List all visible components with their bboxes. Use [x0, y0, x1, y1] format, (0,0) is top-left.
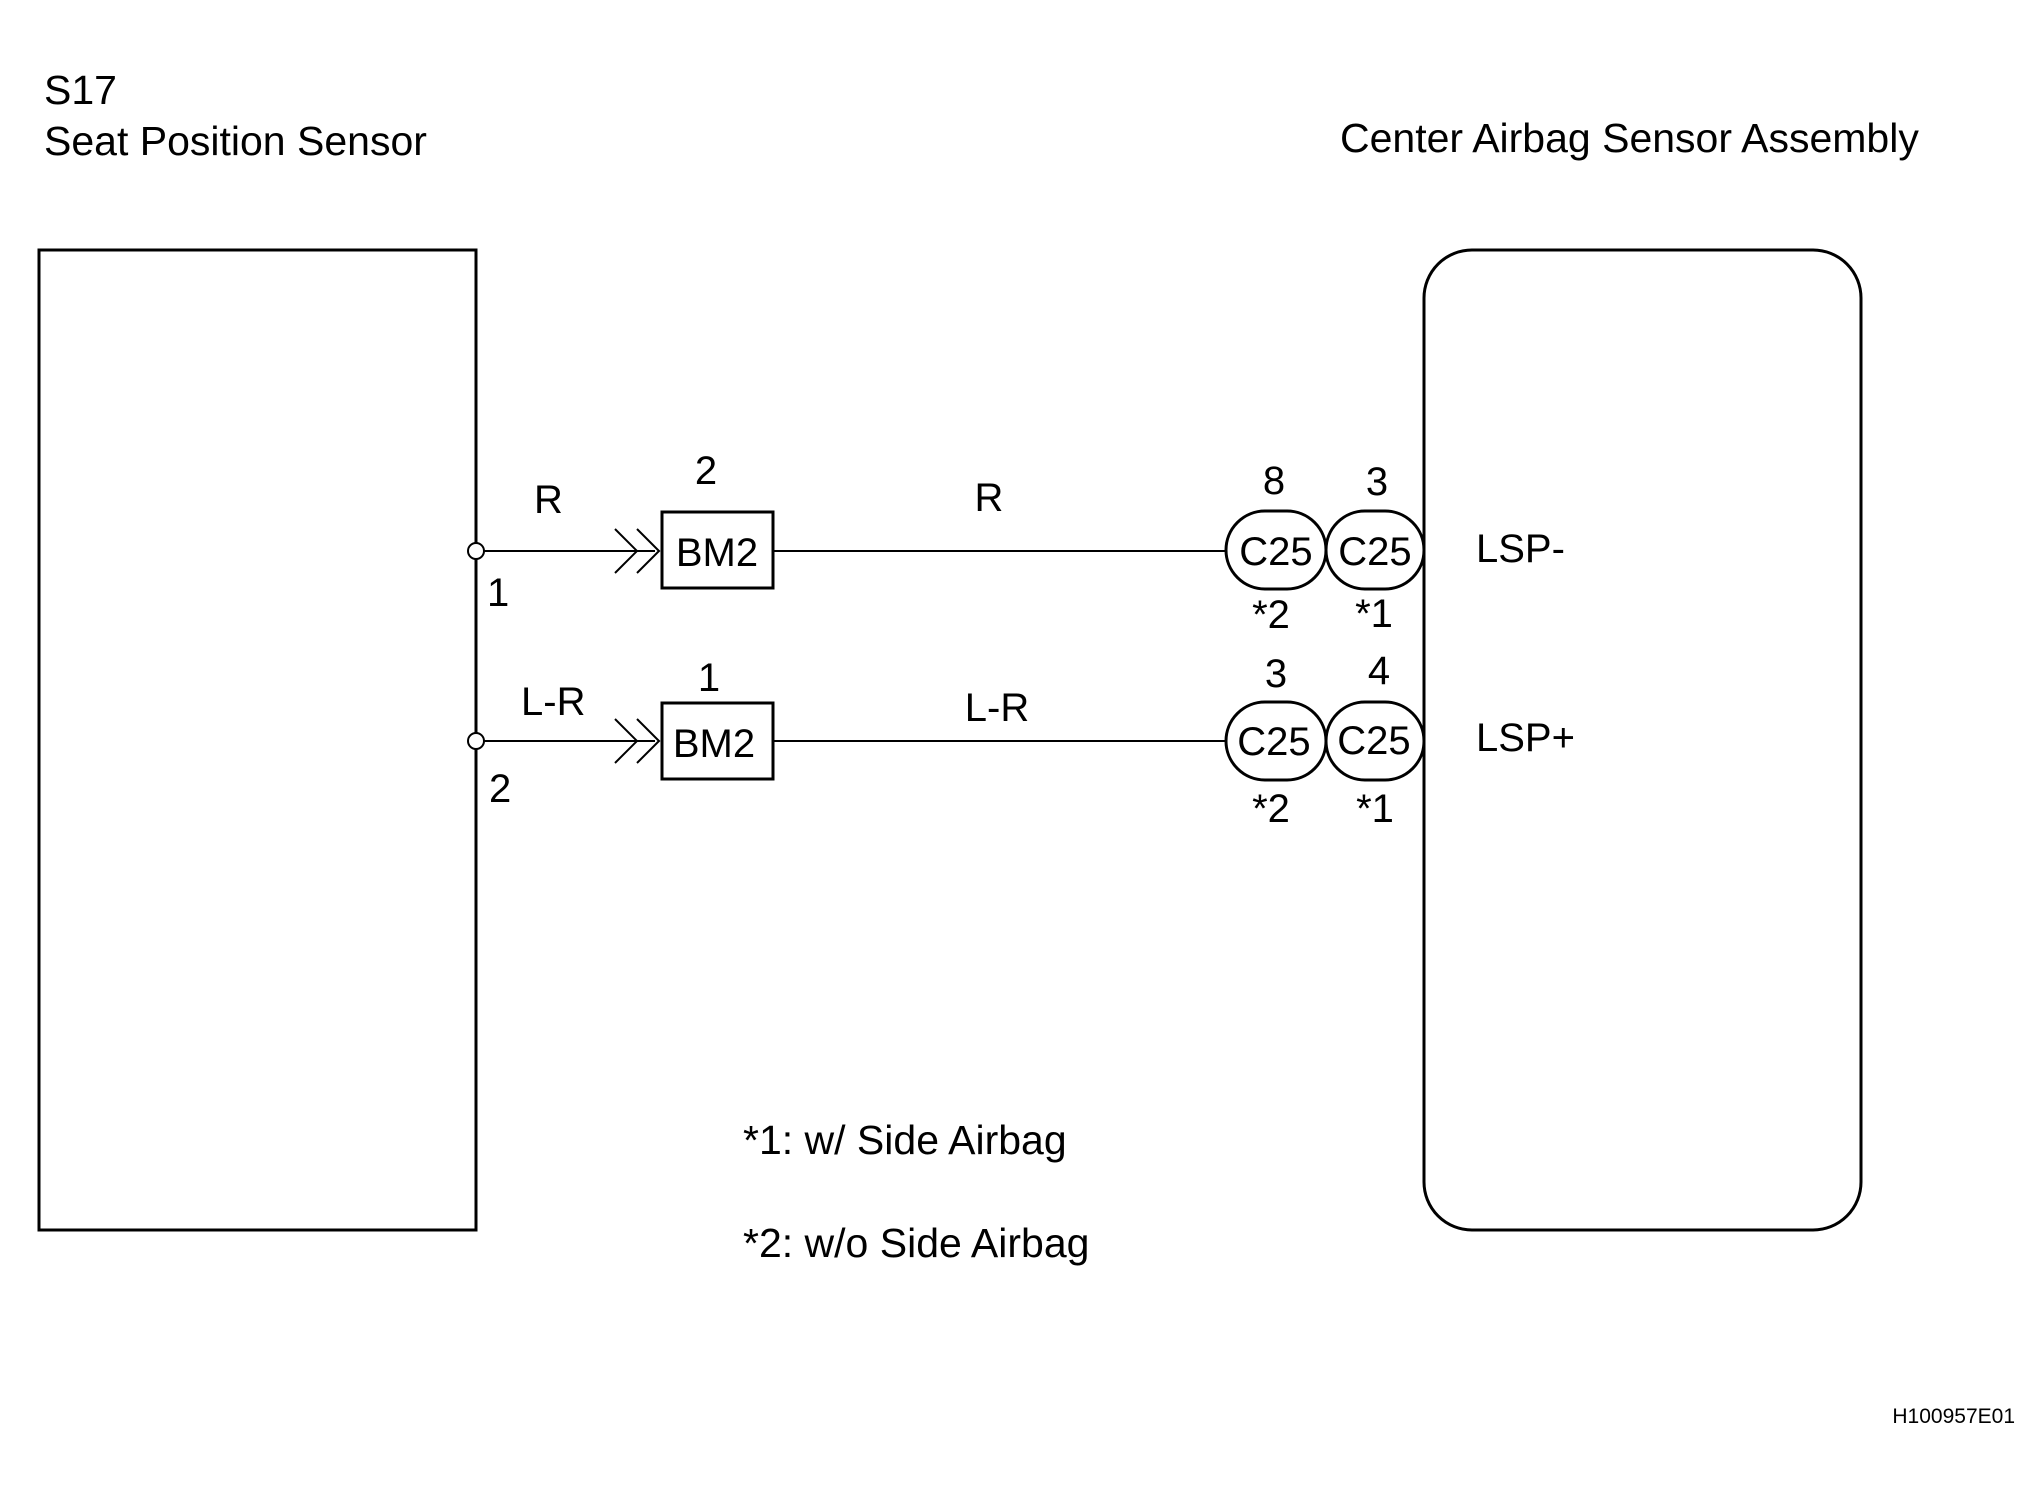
- variant-1b: *1: [1355, 592, 1393, 636]
- plug-arrow-1a: [614, 528, 639, 574]
- wire-2-color-left: L-R: [521, 680, 585, 724]
- bm2-pin-2: 1: [698, 656, 720, 700]
- terminal-lsp-plus: LSP+: [1476, 716, 1575, 760]
- note-2: *2: w/o Side Airbag: [743, 1220, 1089, 1266]
- c25-label-1b: C25: [1338, 530, 1411, 574]
- bm2-pin-1: 2: [695, 449, 717, 493]
- c25-pin-1a: 8: [1263, 459, 1285, 503]
- c25-connector-2b: [1324, 700, 1426, 782]
- plug-arrow-2a: [614, 718, 639, 764]
- c25-label-1a: C25: [1239, 530, 1312, 574]
- wire-1-color-mid: R: [975, 476, 1004, 520]
- wire-1: 1 R BM2 2 R C25 C25 8 3 *2 *1 LSP-: [467, 449, 1565, 637]
- sensor-terminal-1: [467, 542, 485, 560]
- plug-arrow-1b: [636, 528, 661, 574]
- wire-2-color-mid: L-R: [965, 686, 1029, 730]
- seat-position-sensor-box: [37, 248, 478, 1232]
- note-1: *1: w/ Side Airbag: [743, 1117, 1067, 1163]
- plug-arrow-2b: [636, 718, 661, 764]
- terminal-lsp-minus: LSP-: [1476, 527, 1565, 571]
- sensor-pin-2: 2: [489, 767, 511, 811]
- airbag-sensor-name: Center Airbag Sensor Assembly: [1340, 115, 1919, 161]
- wire-1-color-left: R: [534, 478, 563, 522]
- c25-label-2a: C25: [1237, 720, 1310, 764]
- sensor-name: Seat Position Sensor: [44, 118, 427, 164]
- variant-2a: *2: [1252, 787, 1290, 831]
- c25-pin-2a: 3: [1265, 652, 1287, 696]
- variant-2b: *1: [1356, 787, 1394, 831]
- figure-code: H100957E01: [1892, 1405, 2015, 1428]
- sensor-pin-1: 1: [487, 571, 509, 615]
- variant-1a: *2: [1252, 593, 1290, 637]
- c25-pin-2b: 4: [1368, 649, 1390, 693]
- c25-pin-1b: 3: [1366, 460, 1388, 504]
- bm2-label-2: BM2: [673, 722, 755, 766]
- sensor-code: S17: [44, 67, 117, 113]
- wire-2: 2 L-R BM2 1 L-R C25 C25 3 4 *2 *1 LSP+: [467, 649, 1575, 831]
- c25-label-2b: C25: [1337, 719, 1410, 763]
- c25-connector-1b: [1324, 509, 1426, 591]
- sensor-terminal-2: [467, 732, 485, 750]
- bm2-label-1: BM2: [676, 531, 758, 575]
